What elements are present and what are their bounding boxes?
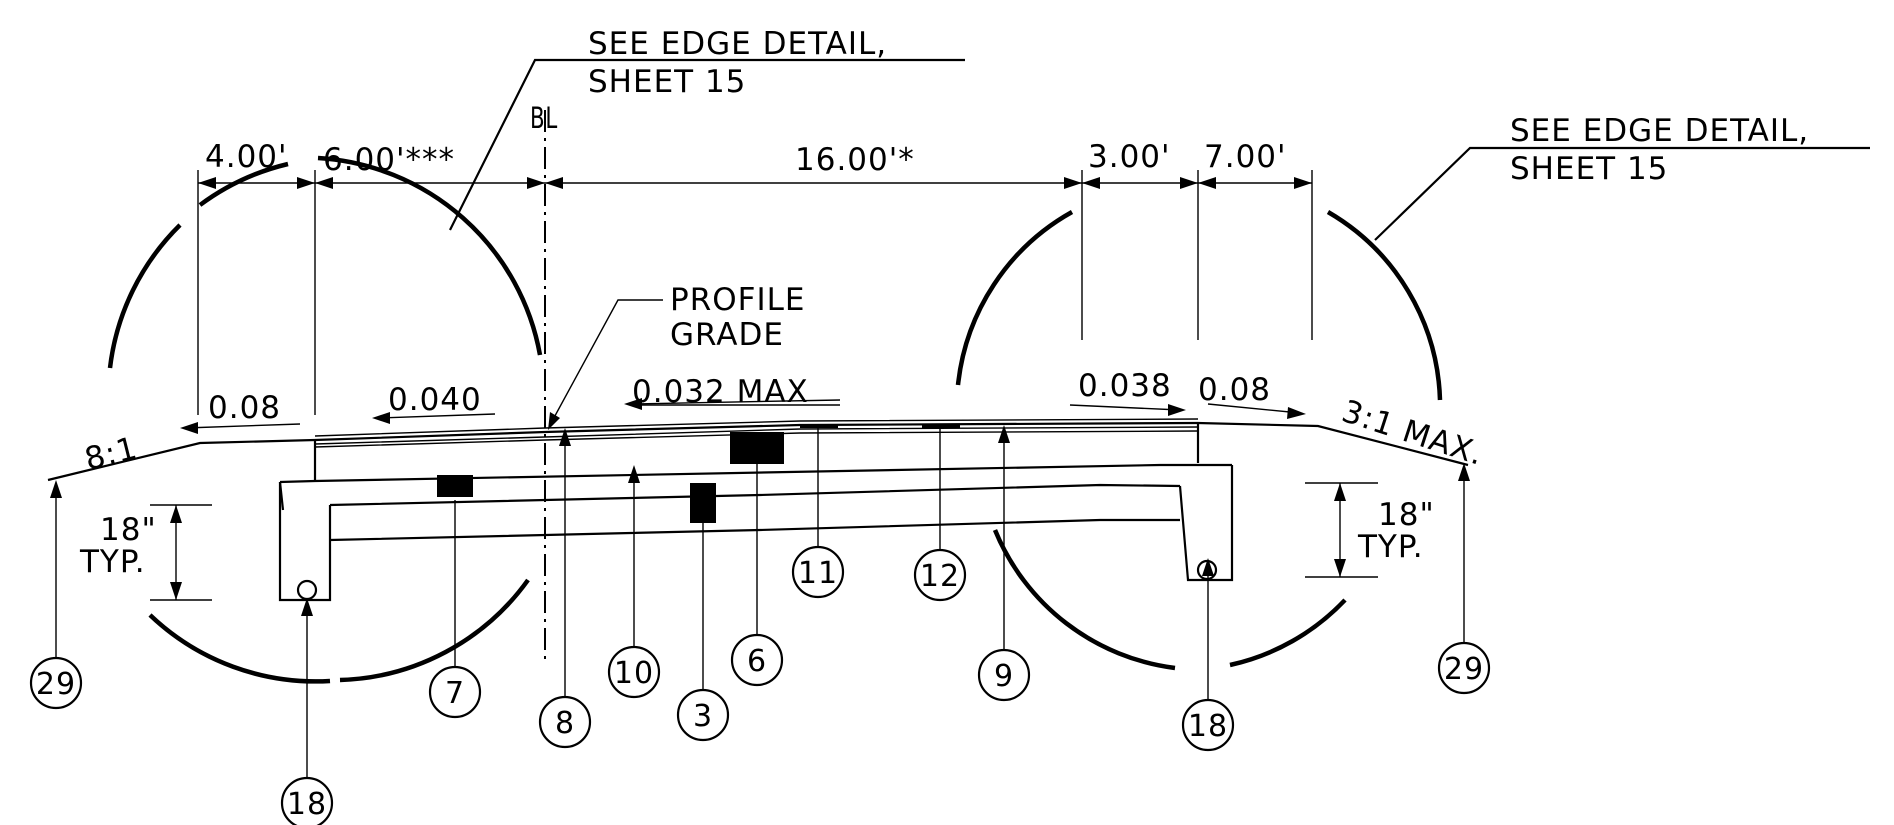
dim-right-inner: 3.00' [1088, 139, 1171, 175]
typ-dim-right-value: 18" [1378, 497, 1435, 533]
svg-text:6: 6 [747, 644, 767, 679]
slope-right-outer: 0.08 [1198, 372, 1271, 408]
callout-8: 8 [538, 695, 592, 749]
callout-leaders [50, 425, 1470, 778]
slope-left-inner: 0.040 [388, 382, 482, 418]
slope-arrows [180, 398, 1306, 434]
svg-text:3: 3 [693, 699, 713, 734]
callout-10: 10 [607, 645, 661, 699]
callout-18-left: 18 [280, 776, 334, 825]
dim-left-inner: 6.00'*** [323, 142, 455, 178]
slope-left-outer: 0.08 [208, 390, 281, 426]
typ-dim-left-value: 18" [100, 512, 157, 548]
callout-11: 11 [791, 545, 845, 599]
slope-left-side: 8:1 [81, 430, 141, 478]
dim-right-outer: 7.00' [1204, 139, 1287, 175]
svg-text:18: 18 [1188, 709, 1228, 744]
svg-text:12: 12 [920, 559, 960, 594]
baseline-label: BL [530, 101, 558, 135]
slope-center: 0.032 MAX [632, 374, 809, 410]
svg-text:11: 11 [798, 556, 838, 591]
callout-7: 7 [428, 665, 482, 719]
edge-detail-note-left-line2: SHEET 15 [588, 64, 746, 100]
svg-text:29: 29 [36, 667, 76, 702]
edge-detail-note-right-line2: SHEET 15 [1510, 151, 1668, 187]
svg-text:8: 8 [555, 706, 575, 741]
callout-9: 9 [977, 648, 1031, 702]
callout-6: 6 [730, 633, 784, 687]
slope-right-side: 3:1 MAX. [1338, 393, 1489, 473]
svg-text:29: 29 [1444, 652, 1484, 687]
slope-right-inner: 0.038 [1078, 368, 1172, 404]
profile-grade-line2: GRADE [670, 317, 784, 353]
profile-grade-line1: PROFILE [670, 282, 805, 318]
edge-detail-note-right-line1: SEE EDGE DETAIL, [1510, 113, 1809, 149]
callout-18-right: 18 [1181, 698, 1235, 752]
dim-center: 16.00'* [795, 142, 915, 178]
dim-left-outer: 4.00' [205, 139, 288, 175]
detail-circle-left [107, 155, 543, 684]
callout-3: 3 [676, 688, 730, 742]
svg-text:18: 18 [287, 787, 327, 822]
callout-29-right: 29 [1437, 641, 1491, 695]
deck-section [47, 110, 1469, 665]
svg-text:10: 10 [614, 656, 654, 691]
typ-dim-left-label: TYP. [79, 544, 146, 580]
dimension-lines [197, 170, 1313, 415]
profile-grade-leader [548, 299, 663, 430]
edge-detail-note-left-line1: SEE EDGE DETAIL, [588, 26, 887, 62]
typ-dim-right [1305, 482, 1378, 578]
svg-text:7: 7 [445, 676, 465, 711]
svg-text:9: 9 [994, 659, 1014, 694]
detail-circle-right [955, 210, 1443, 671]
callout-29-left: 29 [29, 656, 83, 710]
typ-dim-right-label: TYP. [1357, 529, 1424, 565]
callout-12: 12 [913, 548, 967, 602]
typ-dim-left [150, 504, 212, 601]
